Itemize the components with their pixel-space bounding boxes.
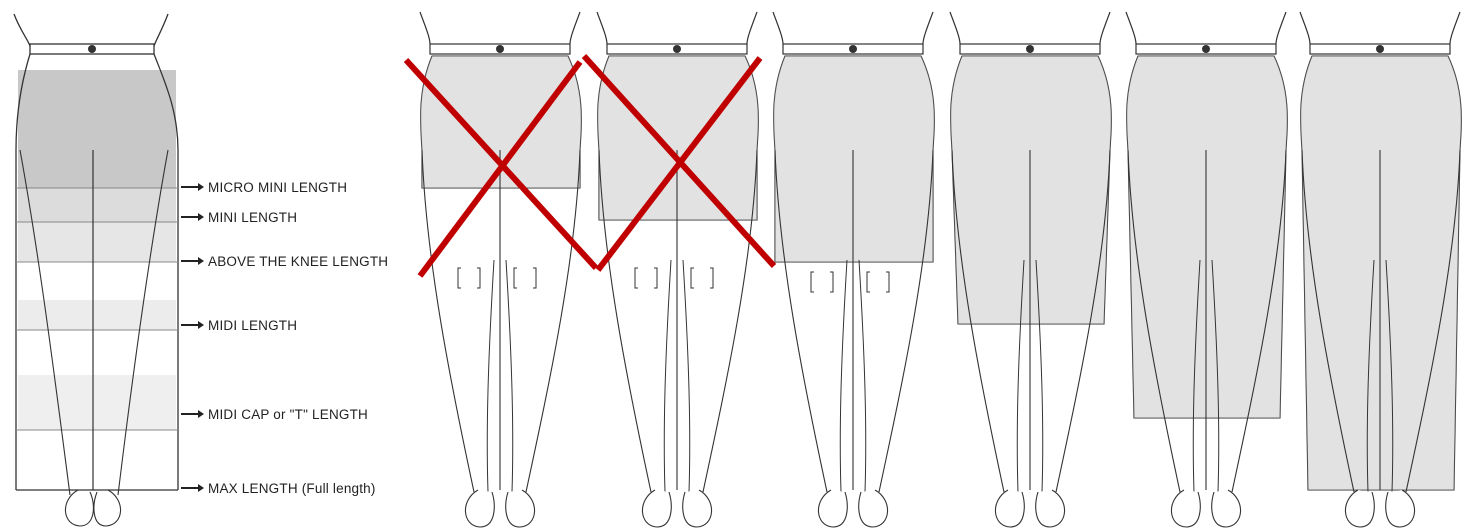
waist-button-icon xyxy=(673,45,681,53)
feet-outline xyxy=(465,490,534,527)
band-midicap xyxy=(18,375,176,430)
label-midi-cap: MIDI CAP or "T" LENGTH xyxy=(181,407,368,422)
label-mini-text: MINI LENGTH xyxy=(208,210,297,225)
label-above-knee: ABOVE THE KNEE LENGTH xyxy=(181,254,388,269)
above-knee-figure xyxy=(773,12,934,527)
waist-button-icon xyxy=(1376,45,1384,53)
figure-row xyxy=(420,12,1461,527)
midi-cap-figure xyxy=(1126,12,1287,527)
reference-figure xyxy=(14,14,178,526)
label-midi-text: MIDI LENGTH xyxy=(208,318,297,333)
waist-button-icon xyxy=(88,45,96,53)
knee-mark xyxy=(514,268,536,288)
label-midi-cap-text: MIDI CAP or "T" LENGTH xyxy=(208,407,368,422)
label-max: MAX LENGTH (Full length) xyxy=(181,481,376,496)
feet-outline xyxy=(1345,490,1414,527)
waist-button-icon xyxy=(849,45,857,53)
label-max-text: MAX LENGTH (Full length) xyxy=(208,481,376,496)
knee-mark xyxy=(811,272,833,292)
knee-mark xyxy=(635,268,657,288)
band-micro xyxy=(18,70,176,188)
label-midi: MIDI LENGTH xyxy=(181,318,297,333)
waist-button-icon xyxy=(1202,45,1210,53)
max-figure xyxy=(1300,12,1461,527)
knee-mark xyxy=(691,268,713,288)
legs-outline xyxy=(422,150,580,492)
waist-button-icon xyxy=(1026,45,1034,53)
feet-outline xyxy=(1171,490,1240,527)
label-micro-mini: MICRO MINI LENGTH xyxy=(181,180,347,195)
midi-figure xyxy=(950,12,1111,527)
length-labels: MICRO MINI LENGTH MINI LENGTH ABOVE THE … xyxy=(181,180,388,496)
band-midi xyxy=(18,300,176,330)
waist-button-icon xyxy=(496,45,504,53)
label-above-knee-text: ABOVE THE KNEE LENGTH xyxy=(208,254,388,269)
label-mini: MINI LENGTH xyxy=(181,210,297,225)
feet-outline xyxy=(995,490,1064,527)
feet-outline xyxy=(818,490,887,527)
knee-mark xyxy=(867,272,889,292)
knee-mark xyxy=(458,268,480,288)
feet-outline xyxy=(642,490,711,527)
band-mini xyxy=(18,188,176,222)
label-micro-mini-text: MICRO MINI LENGTH xyxy=(208,180,347,195)
